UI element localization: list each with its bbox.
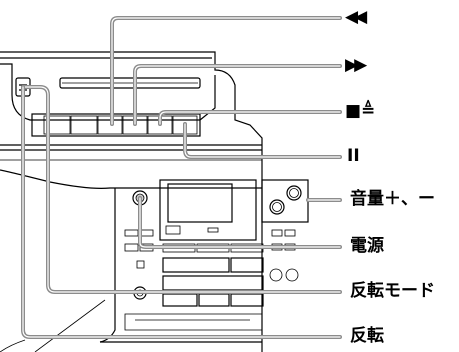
- fast-forward-label: ▶▶: [345, 55, 367, 75]
- callout-reverse-mode: [21, 85, 342, 294]
- volume-knobs: [261, 179, 309, 223]
- lower-compartment: [124, 313, 263, 331]
- callout-rewind: [110, 16, 342, 126]
- callout-lines: [21, 16, 342, 339]
- stop-eject-label: ■≜: [345, 101, 376, 121]
- device-body: [0, 51, 263, 352]
- pause-label: II: [347, 146, 360, 166]
- button-rows: [124, 229, 299, 307]
- reverse-label: 反転: [350, 326, 384, 346]
- callout-fast-forward: [133, 64, 342, 126]
- rewind-label: ◀◀: [345, 7, 367, 27]
- cassette-slot: [59, 77, 201, 89]
- display-panel: [159, 179, 257, 241]
- callout-reverse: [21, 85, 342, 339]
- callout-stop-eject: [158, 110, 342, 126]
- power-label: 電源: [350, 236, 384, 256]
- transport-buttons: [31, 113, 201, 137]
- reverse-mode-label: 反転モード: [350, 281, 435, 301]
- volume-label: 音量＋、ー: [350, 189, 435, 209]
